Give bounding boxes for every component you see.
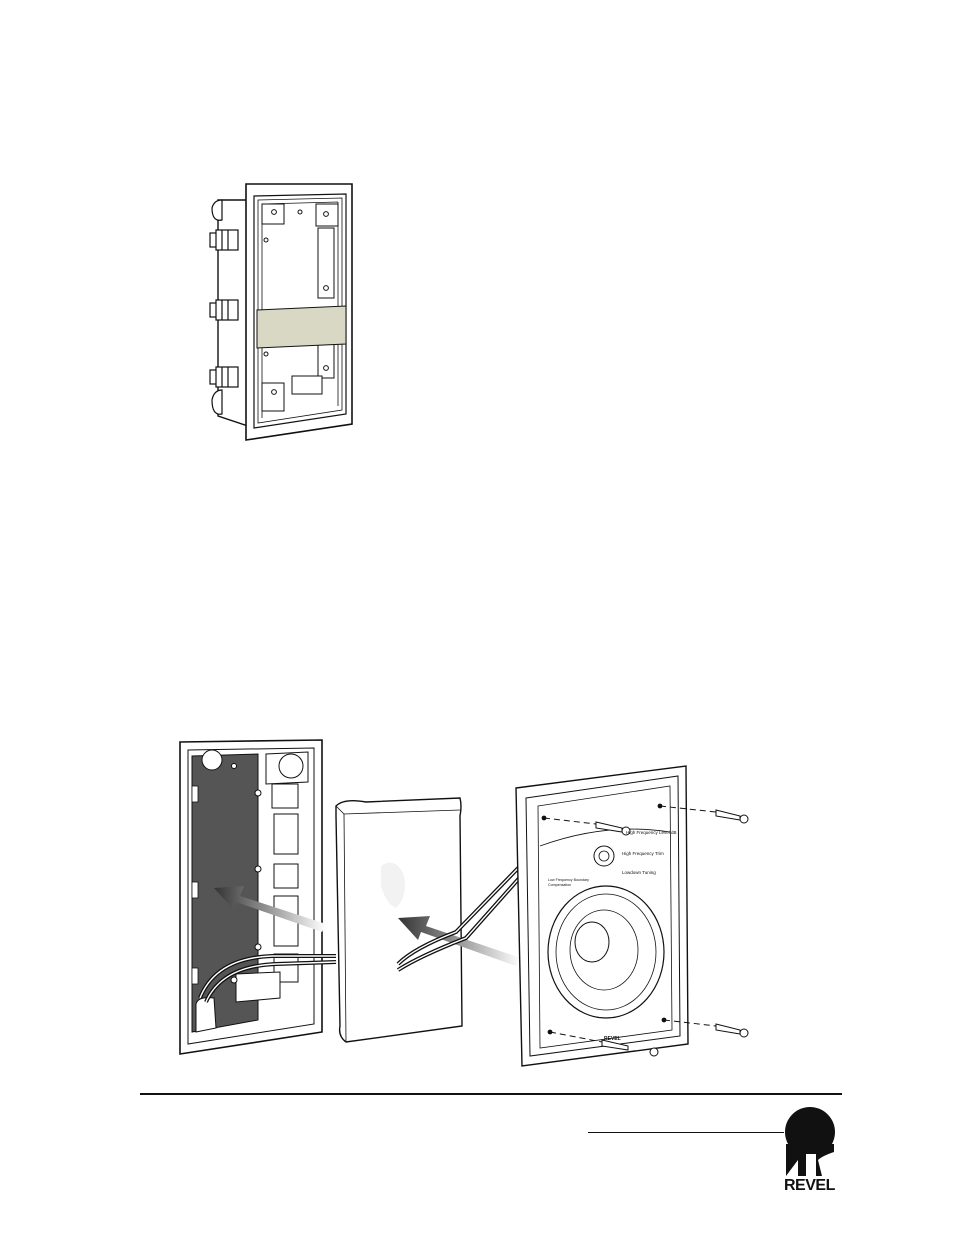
speaker-installation-exploded-illustration (176, 736, 776, 1076)
hf-level-label: High Frequency Level dB (626, 830, 677, 835)
speaker-badge: REVEL (604, 1036, 621, 1042)
revel-logo: REVEL (778, 1104, 848, 1198)
revel-logo-text: REVEL (784, 1177, 835, 1195)
in-wall-bracket-frame-illustration (200, 178, 370, 443)
lf-trim-label: Lowdown Tuning (622, 870, 656, 875)
bracket-frame-figure (200, 178, 370, 443)
footer-rule (140, 1093, 842, 1095)
speaker-installation-figure: High Frequency Level dB High Frequency T… (176, 736, 776, 1076)
revel-r-logo-icon (778, 1104, 848, 1178)
footer-short-rule (588, 1132, 784, 1133)
lf-comp-label: Low Frequency Boundary Compensation (548, 878, 590, 887)
hf-trim-label: High Frequency Trim (622, 851, 664, 856)
